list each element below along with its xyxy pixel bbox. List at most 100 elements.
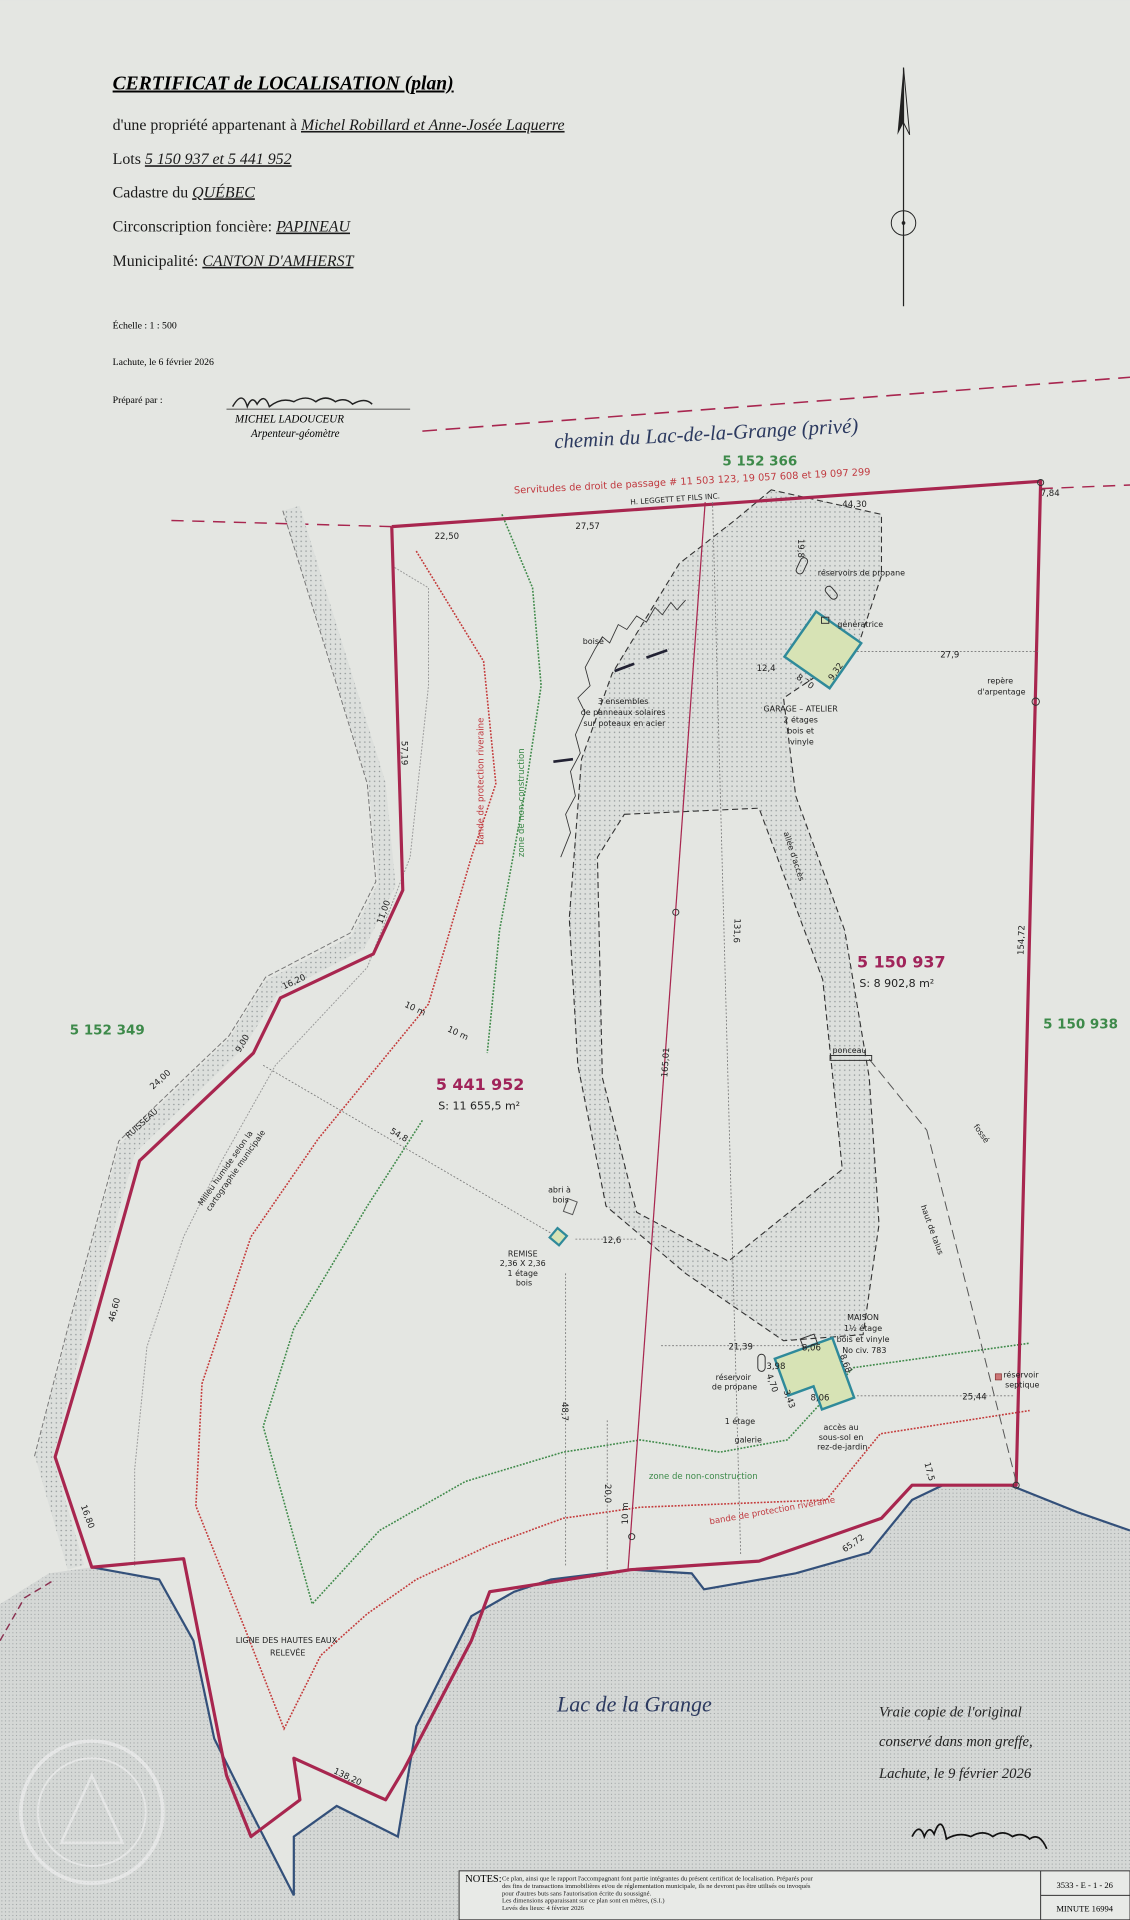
- basement-access-label: accès au: [824, 1422, 859, 1432]
- lots-value: 5 150 937 et 5 441 952: [145, 151, 292, 168]
- woodland-edge: [560, 599, 686, 858]
- survey-marker-label: repère: [987, 675, 1013, 685]
- lot-division-line: [627, 502, 706, 1570]
- shed-label: 1 étage: [508, 1268, 538, 1278]
- svg-text:REMISE 2,36 X 2,36: REMISE 2,36 X 2,36 1 étage bois: [500, 1249, 548, 1287]
- dimension-label: 27,9: [940, 651, 959, 661]
- culvert: [829, 1055, 873, 1061]
- municipalite-prefix: Municipalité:: [113, 253, 199, 270]
- riparian-band-label: bande de protection riveraine: [477, 718, 487, 845]
- house-label: bois et vinyle: [837, 1335, 890, 1344]
- notes-line: Ce plan, ainsi que le rapport l'accompag…: [502, 1876, 814, 1883]
- svg-text:d'une propriété appartenant à: d'une propriété appartenant à Michel Rob…: [113, 117, 565, 134]
- north-arrow: [890, 67, 917, 307]
- certification-line: Lachute, le 9 février 2026: [878, 1766, 1032, 1782]
- propane-tanks-label: réservoirs de propane: [818, 568, 905, 578]
- septic-label: réservoir: [1003, 1369, 1039, 1379]
- svg-text:Circonscription foncière: PAPI: Circonscription foncière: PAPINEAU: [113, 219, 352, 236]
- lots-prefix: Lots: [113, 151, 141, 168]
- stream-band: [35, 505, 396, 1570]
- surveyor-name: MICHEL LADOUCEUR: [234, 414, 344, 426]
- wooded-label: boisé: [583, 636, 604, 646]
- basement-access-label: rez-de-jardin: [817, 1443, 867, 1452]
- cadastre-prefix: Cadastre du: [113, 184, 189, 201]
- high-water-label: LIGNE DES HAUTES EAUX: [236, 1636, 338, 1645]
- propane-tank: [795, 557, 809, 575]
- dimension-label: 12,6: [602, 1236, 621, 1246]
- high-water-label: RELEVÉE: [270, 1646, 305, 1657]
- house-propane-tank: [757, 1353, 766, 1372]
- house-label: No civ. 783: [842, 1346, 886, 1355]
- no-construction-label: zone de non-construction: [517, 748, 527, 857]
- notes-label: NOTES:: [465, 1874, 501, 1885]
- basement-access-label: sous-sol en: [819, 1433, 864, 1442]
- dimension-label: 48,7: [559, 1402, 569, 1421]
- scale: Échelle : 1 : 500: [113, 319, 177, 331]
- svg-text:Ce plan, ainsi que le rapport: Ce plan, ainsi que le rapport l'accompag…: [502, 1876, 815, 1912]
- notes-line: Les dimensions apparaissant sur ce plan …: [502, 1898, 665, 1905]
- certification-signature: [911, 1823, 1048, 1850]
- house-dimension: 8,06: [810, 1394, 829, 1404]
- shed-label: 2,36 X 2,36: [500, 1259, 546, 1268]
- high-water-line: [91, 1484, 1130, 1896]
- svg-text:Vraie copie de l'original: Vraie copie de l'original conservé dans …: [878, 1705, 1036, 1782]
- dimension-label: 17,5: [921, 1461, 936, 1482]
- neighbor-lot-east: 5 150 938: [1043, 1018, 1118, 1033]
- shed-label: bois: [516, 1279, 532, 1288]
- survey-marker: [1031, 697, 1040, 706]
- house-dimension: 3,98: [766, 1362, 785, 1372]
- surveyor-seal: [18, 1739, 165, 1885]
- svg-text:GARAGE – ATELIER 2 étage: GARAGE – ATELIER 2 étages bois et vinyle: [764, 704, 841, 746]
- dimension-label: 22,50: [435, 532, 459, 542]
- dimension-label: 20,0: [602, 1484, 612, 1503]
- svg-text:3 ensembles de panneaux: 3 ensembles de panneaux solaires sur pot…: [581, 697, 668, 728]
- woodshed-label: bois: [553, 1195, 569, 1204]
- svg-text:repère d'arpentage: repère d'arpentage: [977, 675, 1025, 696]
- dimension-label: 25,44: [962, 1393, 986, 1403]
- dimension-label: 10 m: [621, 1502, 631, 1524]
- septic-tank: [994, 1373, 1002, 1381]
- garage-label: bois et: [787, 727, 814, 736]
- riparian-band-line: [195, 550, 1030, 1731]
- lot-number-5441952: 5 441 952: [436, 1075, 525, 1094]
- solar-label: 3 ensembles: [598, 697, 649, 706]
- owner-prefix: d'une propriété appartenant à: [113, 117, 297, 134]
- solar-panel: [553, 757, 574, 764]
- garage-label: vinyle: [790, 738, 814, 747]
- dimension-label: 19,8: [795, 539, 805, 558]
- generator-label: génératrice: [837, 619, 883, 629]
- certification: Vraie copie de l'original conservé dans …: [878, 1705, 1048, 1850]
- woodshed-label: abri à: [548, 1186, 571, 1195]
- gallery-label: galerie: [735, 1435, 762, 1444]
- solar-panel: [614, 662, 635, 673]
- notes-line: pour d'autres buts sans l'autorisation é…: [502, 1890, 652, 1897]
- neighbor-lot-west: 5 152 349: [70, 1024, 145, 1039]
- certification-line: conservé dans mon greffe,: [879, 1734, 1033, 1750]
- dimension-label: 131,6: [731, 918, 742, 943]
- svg-text:réservoir de propane: réservoir de propane: [712, 1372, 757, 1392]
- septic-label: septique: [1005, 1380, 1039, 1389]
- certification-line: Vraie copie de l'original: [879, 1705, 1022, 1721]
- dimension-label: 44,30: [842, 500, 866, 510]
- property-boundary: [53, 479, 1043, 1839]
- propane-tank: [824, 585, 838, 600]
- svg-text:Lots 5 150 937 et 5 441 952: Lots 5 150 937 et 5 441 952: [113, 151, 292, 168]
- svg-text:réservoirs de propane: réservoirs de propane: [818, 568, 905, 578]
- minute-number: MINUTE 16994: [1056, 1903, 1113, 1913]
- notes-line: Levés des lieux: 4 février 2026: [502, 1905, 585, 1912]
- cadastre-value: QUÉBEC: [192, 182, 255, 201]
- wetland-limit: [134, 565, 429, 1568]
- lake-area: [0, 1485, 1130, 1920]
- house-dimension: 8,06: [802, 1344, 821, 1354]
- road-edge: [422, 376, 1130, 432]
- shed-label: REMISE: [508, 1249, 538, 1258]
- generator: [820, 616, 830, 624]
- svg-text:réservoir septique: réservoir septique: [1003, 1369, 1041, 1389]
- no-construction-line: [486, 514, 542, 1054]
- survey-marker-label: d'arpentage: [977, 687, 1025, 696]
- svg-text:MAISON 1½ étage bo: MAISON 1½ étage bois et vinyle No civ. 7…: [837, 1313, 893, 1355]
- road-lot-number: 5 152 366: [722, 454, 797, 469]
- lot-area-5441952: S: 11 655,5 m²: [438, 1099, 520, 1112]
- svg-text:accès au sous-sol en: accès au sous-sol en rez-de-jardin: [817, 1422, 867, 1452]
- dimension-label: 7,84: [1041, 489, 1060, 499]
